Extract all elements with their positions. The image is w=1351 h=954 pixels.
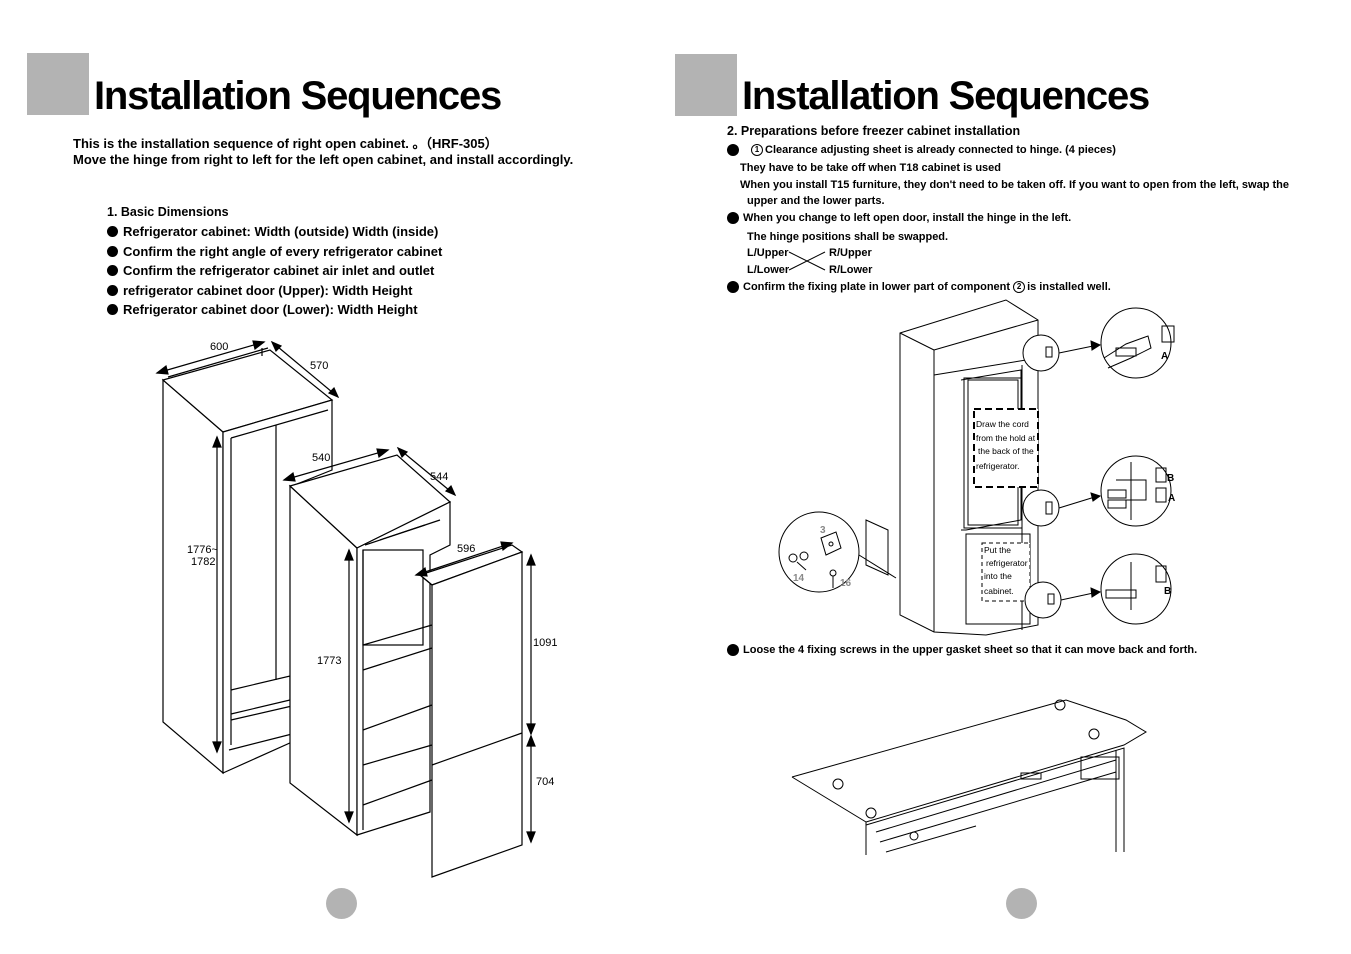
note-box-put bbox=[981, 542, 1031, 602]
section-title-preparations: 2. Preparations before freezer cabinet i… bbox=[727, 124, 1021, 138]
bullet-text: When you change to left open door, insta… bbox=[743, 212, 1072, 224]
bullet-dot-icon bbox=[727, 144, 739, 156]
part-number-16: 16 bbox=[840, 578, 852, 589]
part-number-3: 3 bbox=[820, 525, 826, 536]
dim-1782: 1782 bbox=[191, 556, 215, 568]
dim-1776: 1776~ bbox=[187, 544, 218, 556]
note-cord-line: the back of the bbox=[978, 446, 1034, 456]
bullet-item: Confirm the refrigerator cabinet air inl… bbox=[107, 263, 434, 278]
note-cord-line: Draw the cord bbox=[976, 419, 1029, 429]
bullet-subtext: They have to be take off when T18 cabine… bbox=[740, 162, 1002, 174]
note-box-cord bbox=[973, 408, 1039, 488]
fridge-installation-illustration: Draw the cord from the hold at the back … bbox=[778, 299, 1175, 855]
cabinet-dimensions-illustration: 600 570 540 544 596 1776~ 1782 1773 1091… bbox=[155, 340, 557, 878]
dim-704: 704 bbox=[536, 776, 554, 788]
label-l-lower: L/Lower bbox=[747, 264, 790, 276]
circled-number-1: 1 bbox=[751, 144, 763, 156]
bullet-dot-icon bbox=[107, 226, 118, 237]
bullet-dot-icon bbox=[107, 265, 118, 276]
label-r-lower: R/Lower bbox=[829, 264, 873, 276]
note-put-line: into the bbox=[984, 571, 1012, 581]
bullet-text: Clearance adjusting sheet is already con… bbox=[765, 144, 1116, 156]
circled-number-2: 2 bbox=[1013, 281, 1026, 293]
dim-540: 540 bbox=[312, 452, 330, 464]
detail-label-a: A bbox=[1161, 351, 1168, 362]
dim-596: 596 bbox=[457, 543, 475, 555]
bullet-item: Confirm the fixing plate in lower part o… bbox=[727, 281, 1111, 293]
bullet-subtext: The hinge positions shall be swapped. bbox=[747, 231, 949, 243]
bullet-item: refrigerator cabinet door (Upper): Width… bbox=[107, 283, 413, 298]
bullet-text: Confirm the refrigerator cabinet air inl… bbox=[123, 263, 435, 278]
bullet-dot-icon bbox=[727, 644, 739, 656]
bullet-text: is installed well. bbox=[1027, 281, 1111, 293]
bullet-text: refrigerator cabinet door (Upper): Width… bbox=[123, 283, 413, 298]
part-number-14: 14 bbox=[793, 573, 805, 584]
left-page: Installation Sequences This is the insta… bbox=[0, 0, 675, 954]
bullet-dot-icon bbox=[727, 281, 739, 293]
section-title-basic-dimensions: 1. Basic Dimensions bbox=[107, 205, 229, 219]
swap-cross-icon bbox=[788, 251, 826, 271]
note-put-line: refrigerator bbox=[986, 558, 1028, 568]
title-grey-block bbox=[675, 54, 737, 116]
dim-1773: 1773 bbox=[317, 655, 341, 667]
bullet-text: Confirm the right angle of every refrige… bbox=[123, 244, 443, 259]
dim-600: 600 bbox=[210, 341, 228, 353]
note-put-line: Put the bbox=[984, 545, 1011, 555]
right-page: Installation Sequences 2. Preparations b… bbox=[675, 0, 1351, 954]
bullet-text: Confirm the fixing plate in lower part o… bbox=[743, 281, 1011, 293]
bullet-item: Loose the 4 fixing screws in the upper g… bbox=[727, 644, 1197, 656]
intro-line-1: This is the installation sequence of rig… bbox=[73, 136, 498, 151]
bullet-dot-icon bbox=[107, 285, 118, 296]
page-title: Installation Sequences bbox=[94, 74, 502, 118]
note-put-line: cabinet. bbox=[984, 586, 1014, 596]
label-r-upper: R/Upper bbox=[829, 247, 872, 259]
page-number-circle bbox=[1006, 888, 1037, 919]
detail-label-b: B bbox=[1164, 586, 1171, 597]
dim-1091: 1091 bbox=[533, 637, 557, 649]
bullet-dot-icon bbox=[727, 212, 739, 224]
detail-label-a: A bbox=[1168, 493, 1175, 504]
bullet-item: When you change to left open door, insta… bbox=[727, 212, 1071, 224]
bullet-dot-icon bbox=[107, 246, 118, 257]
detail-label-b: B bbox=[1167, 473, 1174, 484]
intro-line-2: Move the hinge from right to left for th… bbox=[73, 152, 574, 167]
dim-570: 570 bbox=[310, 360, 328, 372]
bullet-subtext: upper and the lower parts. bbox=[747, 195, 885, 207]
bullet-text: Loose the 4 fixing screws in the upper g… bbox=[743, 644, 1198, 656]
bullet-text: Refrigerator cabinet door (Lower): Width… bbox=[123, 302, 418, 317]
bullet-text: Refrigerator cabinet: Width (outside) Wi… bbox=[123, 224, 439, 239]
dim-544: 544 bbox=[430, 471, 448, 483]
bullet-subtext: When you install T15 furniture, they don… bbox=[740, 179, 1289, 191]
bullet-dot-icon bbox=[107, 304, 118, 315]
bullet-item: Refrigerator cabinet: Width (outside) Wi… bbox=[107, 224, 438, 239]
label-l-upper: L/Upper bbox=[747, 247, 789, 259]
page-title: Installation Sequences bbox=[742, 74, 1150, 118]
bullet-item: Refrigerator cabinet door (Lower): Width… bbox=[107, 302, 418, 317]
page-number-circle bbox=[326, 888, 357, 919]
bullet-item: Confirm the right angle of every refrige… bbox=[107, 244, 442, 259]
title-grey-block bbox=[27, 53, 89, 115]
note-cord-line: refrigerator. bbox=[976, 461, 1019, 471]
note-cord-line: from the hold at bbox=[976, 433, 1036, 443]
